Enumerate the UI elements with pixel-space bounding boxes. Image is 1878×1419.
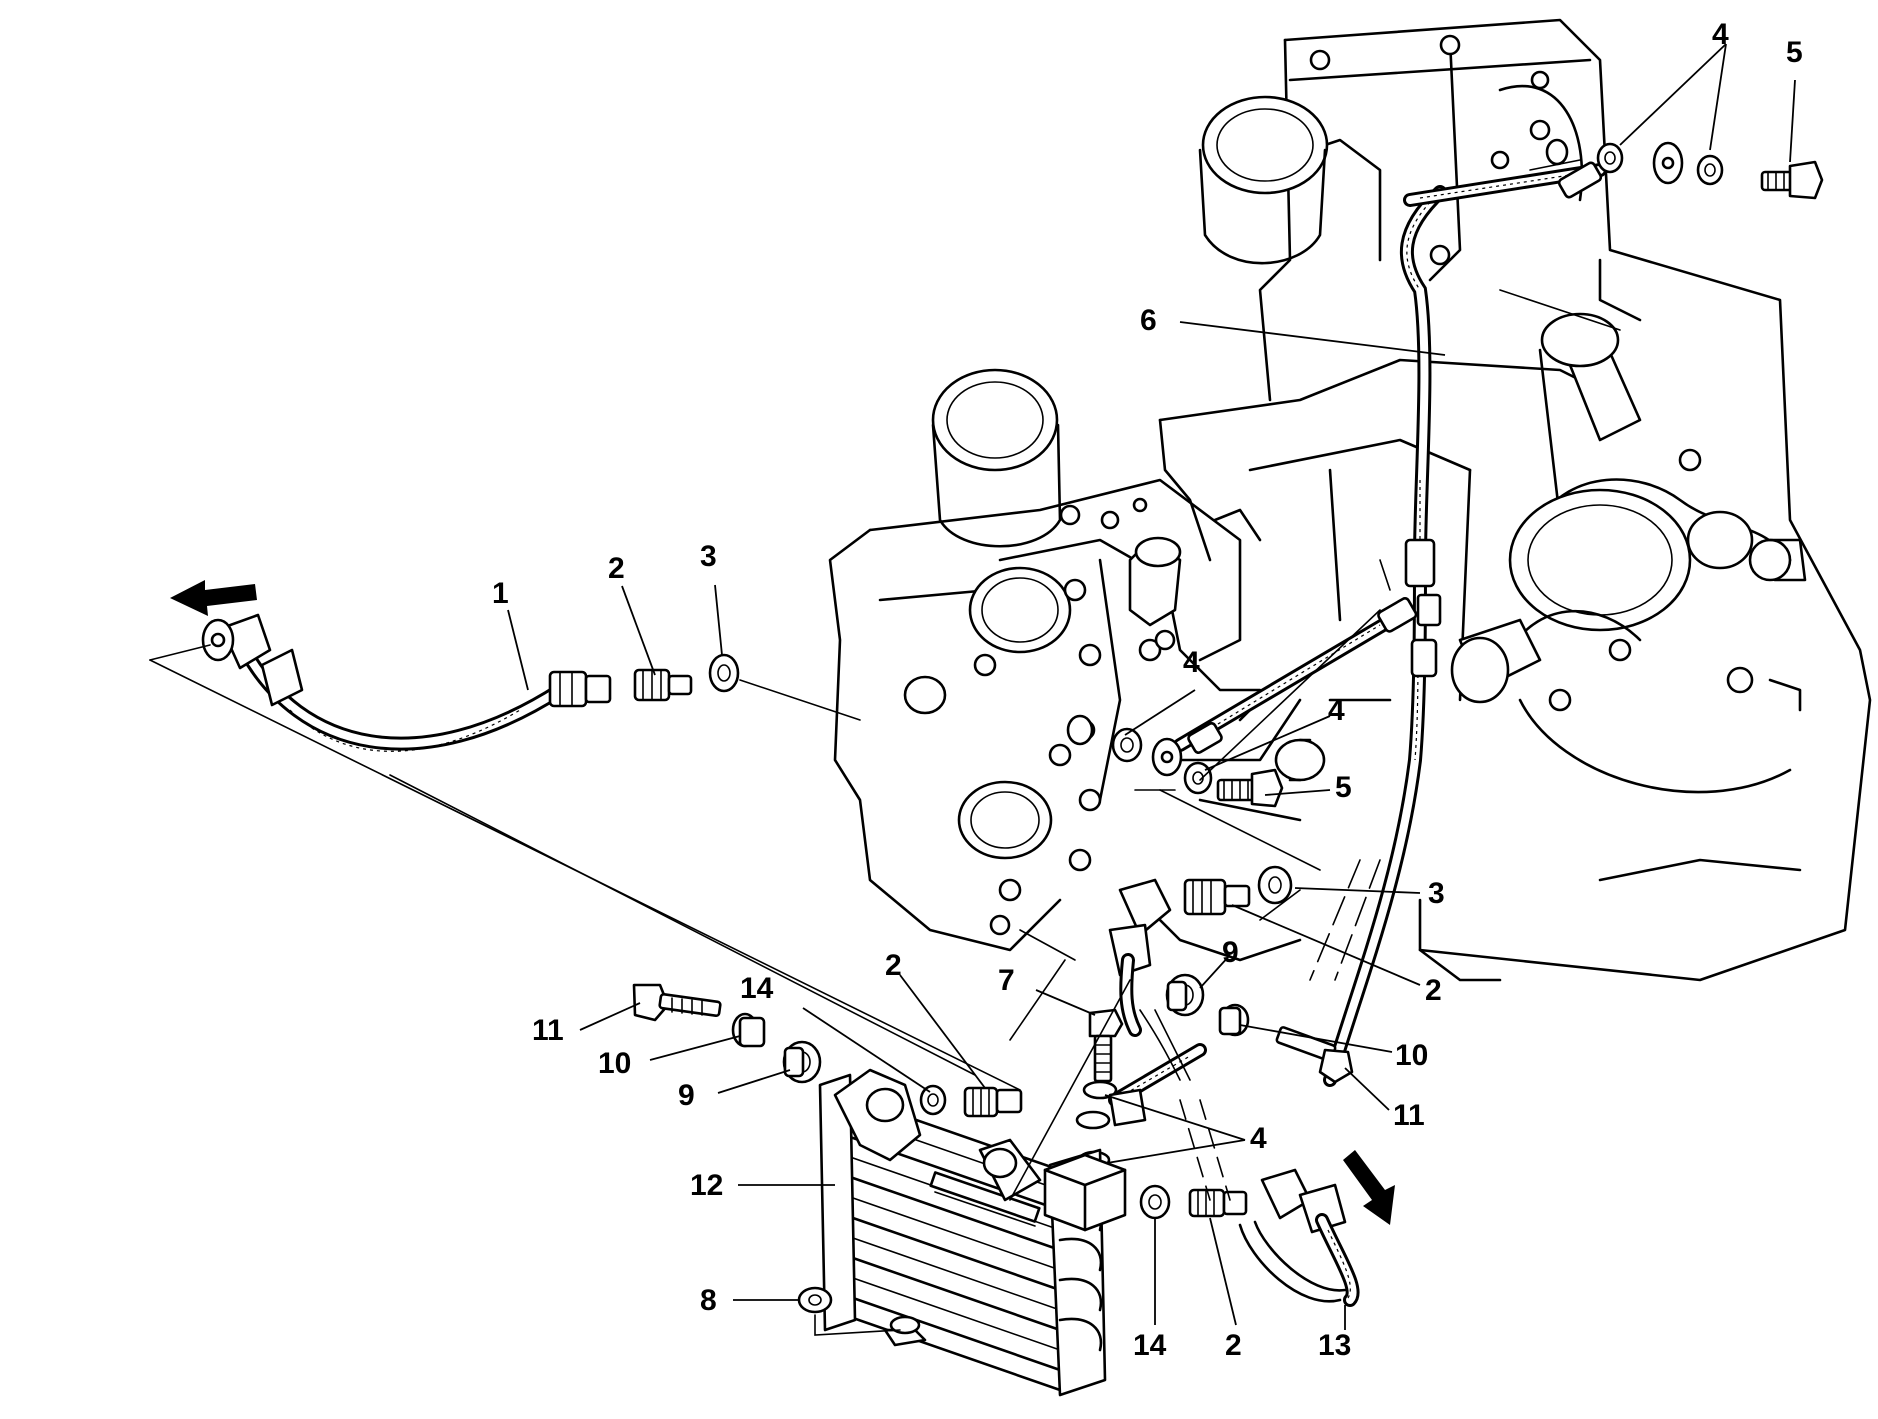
callout-8: 8 xyxy=(700,1284,717,1317)
callout-14-b: 14 xyxy=(1133,1329,1167,1362)
grommet-8 xyxy=(797,1286,833,1314)
callout-2-d: 2 xyxy=(1225,1329,1242,1362)
middle-banjo-fittings xyxy=(1066,714,1326,808)
oil-hose-13 xyxy=(1238,1150,1395,1307)
lower-elbow-fitting xyxy=(1108,865,1293,1037)
callout-6: 6 xyxy=(1140,304,1157,337)
callout-10-a: 10 xyxy=(1395,1039,1428,1072)
mount-group-left xyxy=(632,983,822,1084)
top-banjo-fittings xyxy=(1545,138,1824,200)
callout-13: 13 xyxy=(1318,1329,1351,1362)
engine-crankcase xyxy=(828,18,1872,982)
oil-hose-6 xyxy=(1151,141,1684,1087)
callout-2-b: 2 xyxy=(1425,974,1442,1007)
callout-9-b: 9 xyxy=(678,1079,695,1112)
union-fitting-2d xyxy=(1139,1184,1248,1220)
oil-cooler-12 xyxy=(818,1068,1127,1397)
callout-3-a: 3 xyxy=(700,540,717,573)
callout-4-a: 4 xyxy=(1712,18,1729,51)
callout-12: 12 xyxy=(690,1169,723,1202)
callout-5-a: 5 xyxy=(1786,36,1803,69)
callout-4-c: 4 xyxy=(1328,694,1345,727)
callout-2-a: 2 xyxy=(608,552,625,585)
callout-leaders xyxy=(507,43,1796,1330)
oil-hose-1 xyxy=(170,580,612,752)
callout-10-b: 10 xyxy=(598,1047,631,1080)
callout-11-b: 11 xyxy=(532,1014,564,1047)
union-fitting-2a xyxy=(633,653,740,702)
callout-3-b: 3 xyxy=(1428,877,1445,910)
callout-5-b: 5 xyxy=(1335,771,1352,804)
callout-4-d: 4 xyxy=(1250,1122,1267,1155)
callout-labels: 1 2 3 4 5 6 4 4 5 3 2 9 10 11 7 2 14 11 … xyxy=(492,18,1803,1362)
callout-11-a: 11 xyxy=(1393,1099,1425,1132)
union-fitting-2c xyxy=(919,1084,1023,1118)
callout-2-c: 2 xyxy=(885,949,902,982)
callout-4-b: 4 xyxy=(1183,646,1200,679)
callout-1: 1 xyxy=(492,577,509,610)
callout-14-a: 14 xyxy=(740,972,774,1005)
callout-9-a: 9 xyxy=(1222,936,1239,969)
callout-7: 7 xyxy=(998,964,1015,997)
assembly-lines xyxy=(149,159,1621,1336)
